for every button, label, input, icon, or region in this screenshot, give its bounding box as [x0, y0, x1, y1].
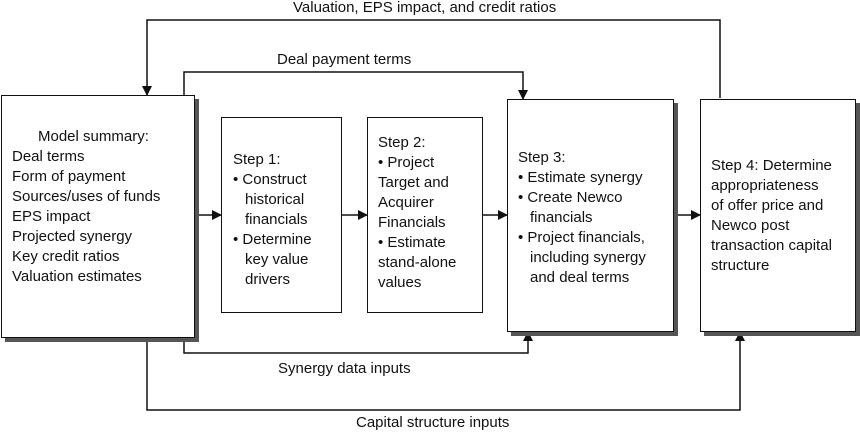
step2-box: Step 2: Project Target and Acquirer Fina…	[367, 117, 483, 313]
step4-box: Step 4: Determine appropriateness of off…	[700, 99, 856, 332]
step2-bullet-cont: stand-alone	[378, 254, 457, 271]
synergy-inputs-arrow	[183, 331, 533, 354]
step3-bullet-cont: financials	[530, 209, 593, 226]
step4-line: structure	[711, 257, 770, 274]
step1-box: Step 1: Construct historical financials …	[221, 117, 342, 313]
summary-item: EPS impact	[12, 208, 91, 225]
step2-bullet-cont: Acquirer	[378, 194, 434, 211]
valuation-feedback-arrow	[142, 19, 721, 98]
step1-bullet-cont: financials	[245, 211, 308, 228]
summary-item: Deal terms	[12, 148, 85, 165]
step2-bullet-cont: Target and	[378, 174, 449, 191]
step4-line: transaction capital	[711, 237, 832, 254]
step2-title: Step 2:	[378, 134, 426, 151]
step4-line: of offer price and	[711, 197, 824, 214]
step2-bullet-cont: Financials	[378, 214, 446, 231]
summary-item: Form of payment	[12, 168, 126, 185]
step3-title: Step 3:	[518, 149, 566, 166]
step1-bullet: Determine	[233, 230, 311, 250]
step2-bullet-cont: values	[378, 274, 422, 291]
summary-item: Projected synergy	[12, 228, 133, 245]
capital-inputs-arrow	[146, 331, 745, 411]
step3-bullet: Project financials,	[518, 228, 646, 248]
step4-line: Newco post	[711, 217, 790, 234]
step2-bullet: Estimate	[378, 233, 456, 253]
summary-item: Valuation estimates	[12, 268, 142, 285]
summary-item: Key credit ratios	[12, 248, 120, 265]
step3-box: Step 3: Estimate synergy Create Newco fi…	[507, 99, 674, 332]
deal-terms-label: Deal payment terms	[277, 51, 412, 68]
summary-item: Sources/uses of funds	[12, 188, 161, 205]
step2-bullet: Project	[378, 153, 456, 173]
synergy-inputs-label: Synergy data inputs	[278, 360, 411, 377]
valuation-feedback-label: Valuation, EPS impact, and credit ratios	[293, 0, 557, 16]
step3-bullet: Estimate synergy	[518, 168, 646, 188]
step3-bullet: Create Newco	[518, 188, 646, 208]
step1-bullet-cont: historical	[245, 191, 305, 208]
model-summary-title: Model summary:	[38, 128, 149, 145]
step3-bullet-cont: and deal terms	[530, 269, 630, 286]
model-summary-box: Model summary: Deal terms Form of paymen…	[1, 95, 195, 338]
capital-inputs-label: Capital structure inputs	[356, 414, 510, 431]
step4-line: Step 4: Determine	[711, 157, 832, 174]
step1-title: Step 1:	[233, 151, 281, 168]
step1-bullet: Construct	[233, 170, 312, 190]
deal-terms-arrow	[183, 71, 528, 100]
step1-bullet-cont: key value	[245, 251, 309, 268]
step1-bullet-cont: drivers	[245, 271, 291, 288]
step3-bullet-cont: including synergy	[530, 249, 646, 266]
step4-line: appropriateness	[711, 177, 819, 194]
